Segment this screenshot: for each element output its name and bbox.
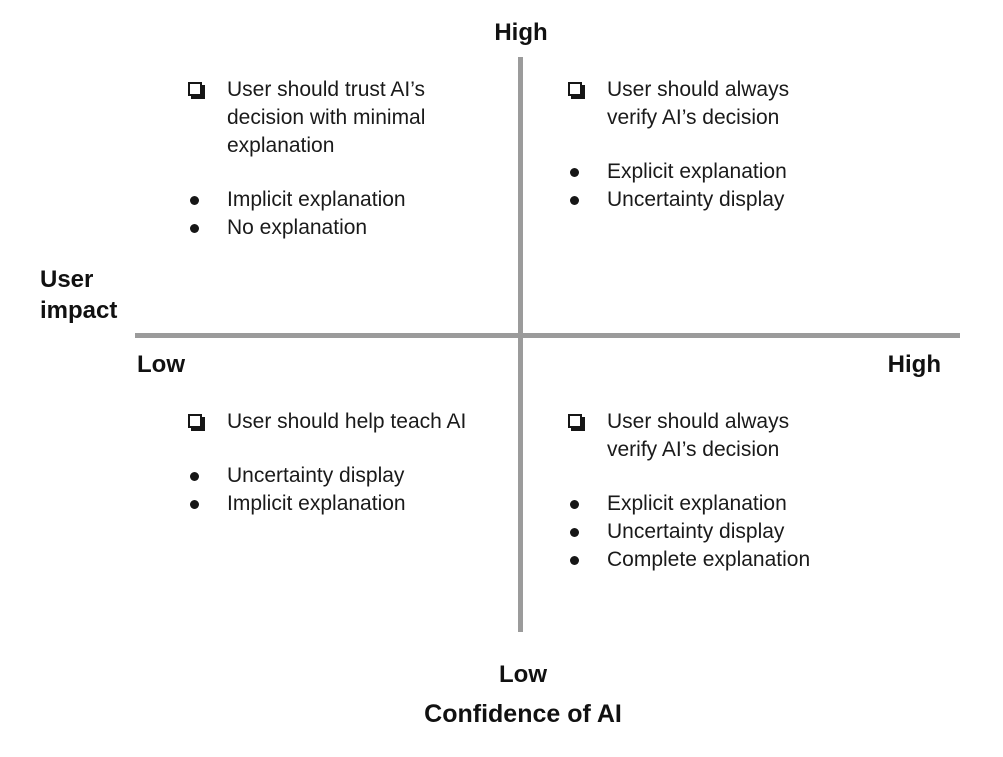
- quadrant-heading-row: User should always verify AI’s decision: [568, 408, 817, 464]
- list-item: Explicit explanation: [568, 158, 817, 186]
- list-item-text: Uncertainty display: [607, 188, 785, 211]
- circle-bullet-icon: [188, 490, 227, 509]
- list-item: Implicit explanation: [188, 186, 487, 214]
- quadrant-heading-row: User should help teach AI: [188, 408, 557, 436]
- circle-bullet-icon: [568, 158, 607, 177]
- bottom-axis-title: Confidence of AI: [424, 700, 622, 728]
- vertical-axis-low-label: Low: [499, 661, 547, 688]
- quadrant-bullet-list: Explicit explanation Uncertainty display: [568, 158, 817, 214]
- square-bullet-icon: [188, 76, 227, 96]
- quadrant-heading-row: User should trust AI’s decision with min…: [188, 76, 487, 160]
- quadrant-top-right: User should always verify AI’s decision …: [568, 76, 817, 214]
- list-item: Uncertainty display: [568, 518, 817, 546]
- quadrant-bullet-list: Explicit explanation Uncertainty display…: [568, 490, 817, 574]
- quadrant-heading: User should trust AI’s decision with min…: [227, 78, 426, 157]
- circle-bullet-icon: [568, 186, 607, 205]
- list-item: Complete explanation: [568, 546, 817, 574]
- circle-bullet-icon: [568, 518, 607, 537]
- list-item-text: No explanation: [227, 216, 368, 239]
- horizontal-axis-high-label: High: [887, 351, 941, 378]
- list-item: Uncertainty display: [568, 186, 817, 214]
- list-item: Implicit explanation: [188, 490, 557, 518]
- quadrant-bottom-left: User should help teach AI Uncertainty di…: [188, 408, 557, 518]
- circle-bullet-icon: [188, 462, 227, 481]
- vertical-axis-high-label: High: [494, 19, 548, 46]
- quadrant-heading: User should always verify AI’s decision: [607, 410, 790, 461]
- left-axis-title: User impact: [40, 266, 118, 324]
- quadrant-heading: User should always verify AI’s decision: [607, 78, 790, 129]
- vertical-axis-line: [518, 57, 523, 632]
- list-item: No explanation: [188, 214, 487, 242]
- square-bullet-icon: [568, 408, 607, 428]
- quadrant-bullet-list: Uncertainty display Implicit explanation: [188, 462, 557, 518]
- quadrant-heading: User should help teach AI: [227, 410, 467, 433]
- list-item-text: Uncertainty display: [227, 464, 405, 487]
- square-bullet-icon: [568, 76, 607, 96]
- quadrant-top-left: User should trust AI’s decision with min…: [188, 76, 487, 242]
- quadrant-bottom-right: User should always verify AI’s decision …: [568, 408, 817, 574]
- square-bullet-icon: [188, 408, 227, 428]
- circle-bullet-icon: [568, 546, 607, 565]
- circle-bullet-icon: [188, 186, 227, 205]
- circle-bullet-icon: [188, 214, 227, 233]
- list-item-text: Explicit explanation: [607, 160, 787, 183]
- quadrant-heading-row: User should always verify AI’s decision: [568, 76, 817, 132]
- horizontal-axis-line: [135, 333, 960, 338]
- circle-bullet-icon: [568, 490, 607, 509]
- list-item-text: Implicit explanation: [227, 492, 406, 515]
- list-item-text: Explicit explanation: [607, 492, 787, 515]
- list-item: Explicit explanation: [568, 490, 817, 518]
- list-item-text: Implicit explanation: [227, 188, 406, 211]
- horizontal-axis-low-label: Low: [137, 351, 185, 378]
- list-item-text: Uncertainty display: [607, 520, 785, 543]
- quadrant-bullet-list: Implicit explanation No explanation: [188, 186, 487, 242]
- list-item: Uncertainty display: [188, 462, 557, 490]
- list-item-text: Complete explanation: [607, 548, 811, 571]
